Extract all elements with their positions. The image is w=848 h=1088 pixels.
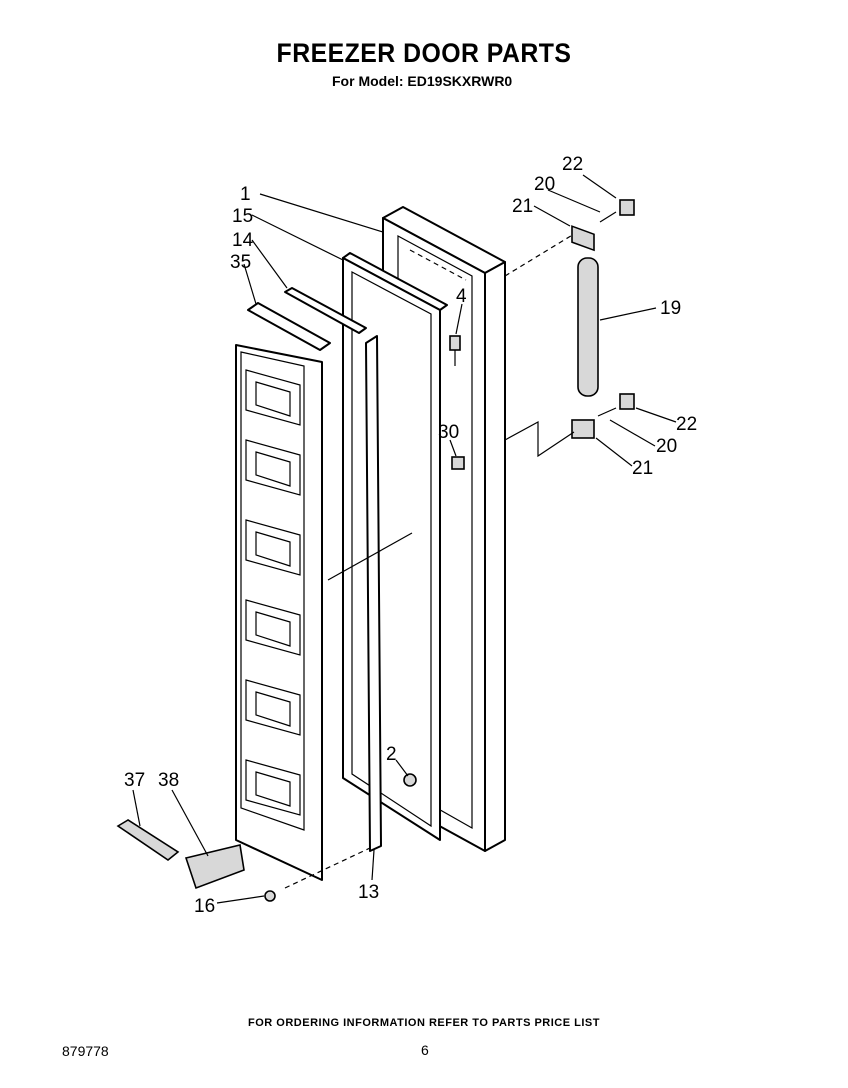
handle-cap-38	[184, 844, 245, 890]
callout-2: 2	[386, 744, 397, 765]
door-liner	[235, 302, 331, 881]
hinge-hardware-top	[504, 199, 635, 277]
callout-38: 38	[158, 770, 179, 791]
screw-16	[264, 890, 276, 902]
ordering-info-note: FOR ORDERING INFORMATION REFER TO PARTS …	[248, 1017, 600, 1029]
callout-37: 37	[124, 770, 145, 791]
callout-21-top: 21	[512, 196, 533, 217]
document-number: 879778	[62, 1043, 109, 1059]
callout-35: 35	[230, 252, 251, 273]
liner-shelf-pockets	[245, 369, 301, 816]
part-2	[403, 773, 417, 787]
callout-15: 15	[232, 206, 253, 227]
callout-30: 30	[438, 422, 459, 443]
callout-14: 14	[232, 230, 254, 251]
clip-part-30	[451, 456, 465, 470]
trim-piece-37	[116, 819, 180, 861]
page-number: 6	[421, 1042, 429, 1058]
callout-22-bottom: 22	[676, 414, 697, 435]
breaker-strip-top	[284, 287, 367, 334]
callout-22-top: 22	[562, 154, 583, 175]
callout-13: 13	[358, 882, 379, 903]
callout-4: 4	[456, 286, 467, 307]
page-title: FREEZER DOOR PARTS	[276, 38, 572, 68]
callout-19: 19	[660, 298, 681, 319]
callout-20-top: 20	[534, 174, 555, 195]
breaker-strip-side	[365, 335, 382, 852]
model-subtitle: For Model: ED19SKXRWR0	[332, 73, 513, 89]
door-handle	[577, 257, 599, 397]
callout-16: 16	[194, 896, 215, 917]
plug-part-4	[449, 335, 461, 366]
callout-21-bottom: 21	[632, 458, 653, 479]
callout-20-bottom: 20	[656, 436, 677, 457]
callout-1: 1	[240, 184, 251, 205]
hinge-hardware-bottom	[504, 393, 635, 458]
leader-lines	[132, 174, 677, 904]
